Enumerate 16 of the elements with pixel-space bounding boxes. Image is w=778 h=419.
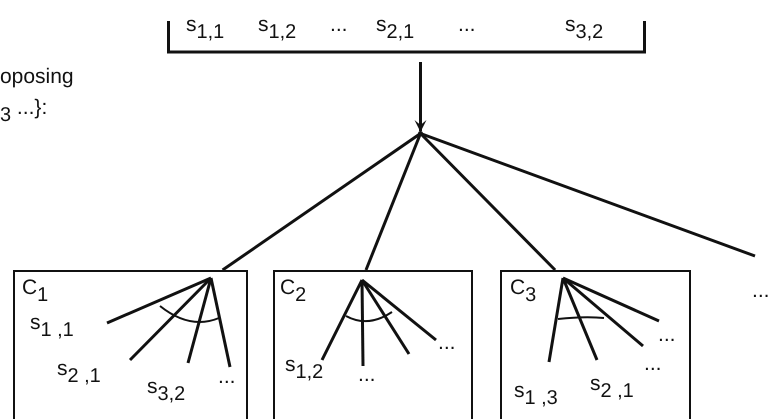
connector (414, 62, 426, 132)
sequence-label: ... (358, 364, 376, 385)
sequence-label: ... (458, 14, 476, 35)
ellipsis-label: ... (752, 280, 770, 301)
cluster-box (500, 270, 691, 419)
cluster-box (273, 270, 473, 419)
branch-point (418, 131, 423, 136)
sequence-label: ... (438, 332, 456, 353)
sequence-label: ... (658, 324, 676, 345)
sequence-label: ... (218, 366, 236, 387)
connector (364, 132, 422, 271)
note-text: oposing (0, 66, 74, 87)
sequence-label: ... (644, 353, 662, 374)
sequence-label: ... (330, 14, 348, 35)
cluster-box (13, 270, 248, 419)
connector (420, 132, 756, 258)
